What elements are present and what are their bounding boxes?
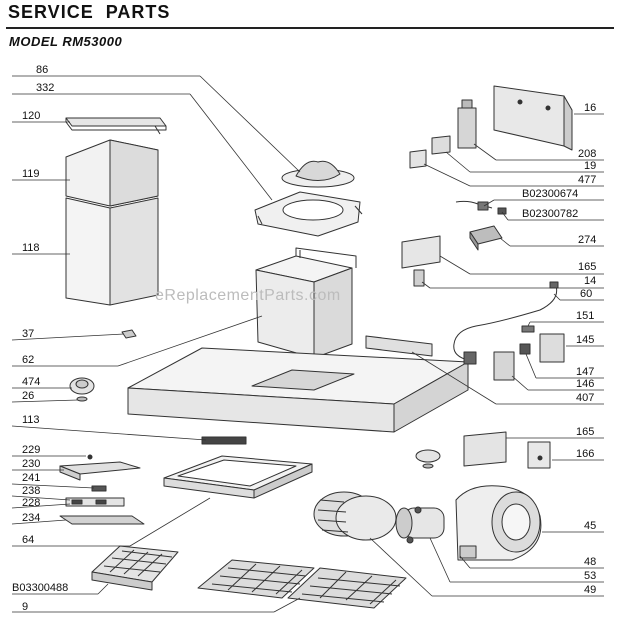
upper-chimney-part [65,139,159,207]
label-166: 166 [576,448,594,460]
electrical-parts [493,325,565,381]
motor-part [395,506,445,544]
label-477: 477 [578,174,596,186]
label-165: 165 [578,261,596,273]
lower-chimney-part [65,197,159,306]
back-plate-part [493,85,573,151]
label-147: 147 [576,366,594,378]
label-B02300674: B02300674 [522,188,578,200]
damper-part [281,160,355,188]
label-332: 332 [36,82,54,94]
control-board-part [59,454,145,525]
switch-part [469,225,503,251]
bracket-parts [409,135,451,169]
label-238: 238 [22,485,40,497]
label-228: 228 [22,497,40,509]
label-230: 230 [22,458,40,470]
title-rule [6,27,614,29]
label-86: 86 [36,64,48,76]
motor-housing-part [255,247,357,359]
label-45: 45 [584,520,596,532]
chimney-bracket-part [65,117,167,135]
lens-strip-part [201,436,247,445]
page-title: SERVICE PARTS [8,2,171,22]
label-16: 16 [584,102,596,114]
label-49: 49 [584,584,596,596]
label-274: 274 [578,234,596,246]
label-118: 118 [22,242,40,254]
charcoal-filter-part [91,545,179,591]
hood-body-part [127,347,469,433]
label-474: 474 [22,376,40,388]
label-B02300782: B02300782 [522,208,578,220]
filter-frame-part [163,455,313,499]
label-151: 151 [576,310,594,322]
label-60: 60 [580,288,592,300]
label-229: 229 [22,444,40,456]
watermark-text: eReplacementParts.com [155,287,341,304]
label-26: 26 [22,390,34,402]
label-19: 19 [584,160,596,172]
label-119: 119 [22,168,40,180]
lower-bracket-part [463,431,551,469]
label-120: 120 [22,110,40,122]
label-48: 48 [584,556,596,568]
power-cord-part [453,281,559,365]
label-B03300488: B03300488 [12,582,68,594]
label-9: 9 [22,601,28,613]
relay-bracket-part [401,235,441,287]
blower-wheel-part [313,491,397,541]
light-part [69,377,95,402]
label-62: 62 [22,354,34,366]
label-146: 146 [576,378,594,390]
label-241: 241 [22,472,40,484]
grease-filter-part [197,559,407,609]
label-64: 64 [22,534,34,546]
clip-part [121,329,137,339]
light-part-2 [415,449,441,469]
label-113: 113 [22,414,40,426]
label-14: 14 [584,275,596,287]
rail-part [365,335,433,357]
label-407: 407 [576,392,594,404]
label-208: 208 [578,148,596,160]
mount-plate-part [254,191,363,237]
label-234: 234 [22,512,40,524]
model-label: MODEL RM53000 [9,34,123,49]
label-145: 145 [576,334,594,346]
wire-connector-part [455,200,507,215]
blower-housing-part [455,485,542,561]
capacitor-part [457,99,477,149]
label-37: 37 [22,328,34,340]
label-53: 53 [584,570,596,582]
label-165-lower: 165 [576,426,594,438]
